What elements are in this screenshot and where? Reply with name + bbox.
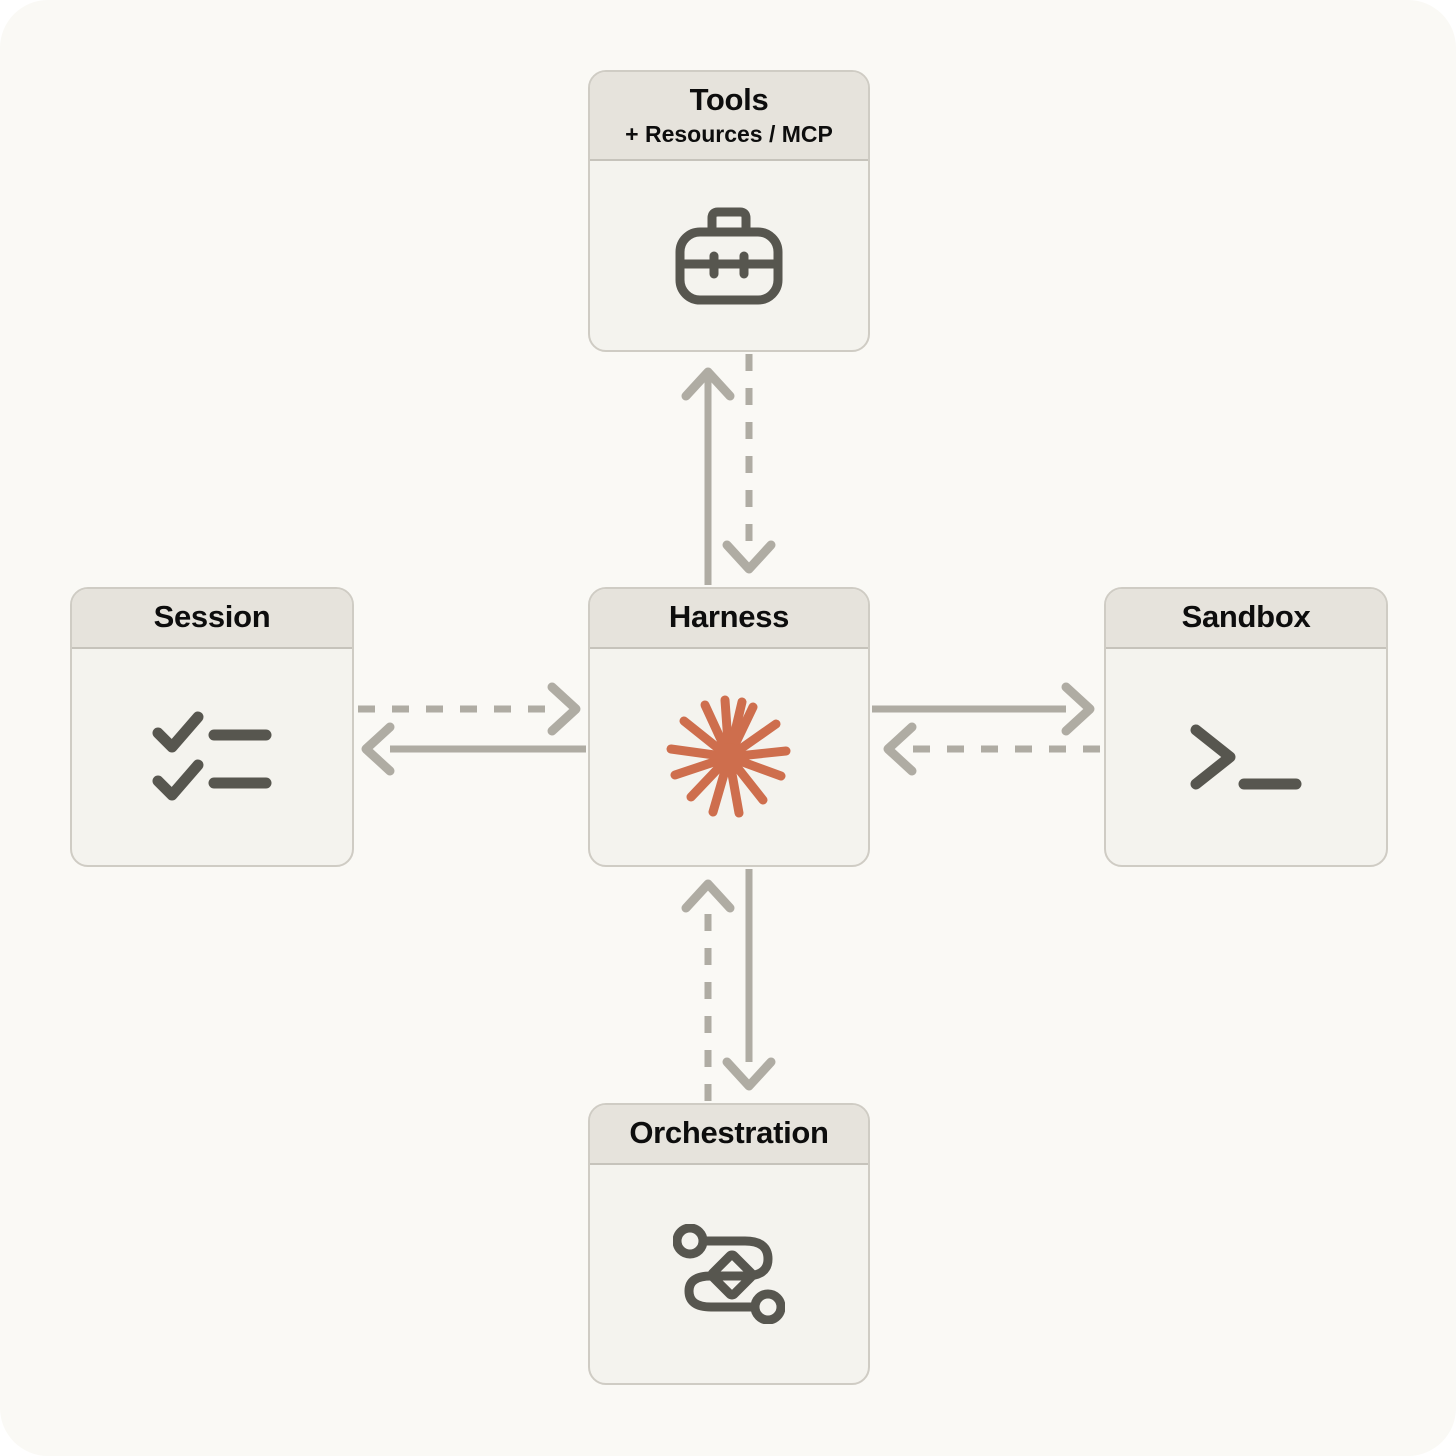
- node-session-title: Session: [153, 599, 271, 634]
- node-harness-header: Harness: [590, 589, 868, 649]
- workflow-path-icon: [673, 1223, 785, 1324]
- node-orchestration[interactable]: Orchestration: [588, 1103, 870, 1385]
- node-tools-header: Tools + Resources / MCP: [590, 72, 868, 162]
- node-session-body: [72, 649, 352, 865]
- connector-tools-to-harness: [722, 354, 776, 574]
- node-tools-body: [590, 161, 868, 350]
- node-orchestration-title: Orchestration: [629, 1115, 829, 1150]
- node-sandbox[interactable]: Sandbox: [1104, 587, 1388, 867]
- connector-orchestration-to-harness: [681, 879, 735, 1101]
- checklist-icon: [152, 711, 272, 801]
- node-harness-title: Harness: [668, 599, 790, 634]
- node-orchestration-body: [590, 1165, 868, 1383]
- connector-harness-to-tools: [681, 367, 735, 585]
- node-harness[interactable]: Harness: [588, 587, 870, 867]
- connector-harness-to-sandbox: [872, 682, 1095, 736]
- node-orchestration-header: Orchestration: [590, 1105, 868, 1165]
- toolbox-icon: [675, 207, 783, 305]
- node-tools[interactable]: Tools + Resources / MCP: [588, 70, 870, 352]
- node-sandbox-body: [1106, 649, 1386, 865]
- node-sandbox-header: Sandbox: [1106, 589, 1386, 649]
- node-session-header: Session: [72, 589, 352, 649]
- node-session[interactable]: Session: [70, 587, 354, 867]
- starburst-icon: [666, 695, 791, 818]
- connector-session-to-harness: [358, 682, 581, 736]
- node-tools-subtitle: + Resources / MCP: [625, 120, 833, 147]
- node-tools-title: Tools: [689, 82, 769, 117]
- connector-sandbox-to-harness: [883, 722, 1100, 776]
- connector-harness-to-orchestration: [722, 869, 776, 1091]
- node-sandbox-title: Sandbox: [1181, 599, 1311, 634]
- terminal-prompt-icon: [1190, 724, 1302, 790]
- node-harness-body: [590, 649, 868, 865]
- connector-harness-to-session: [361, 722, 586, 776]
